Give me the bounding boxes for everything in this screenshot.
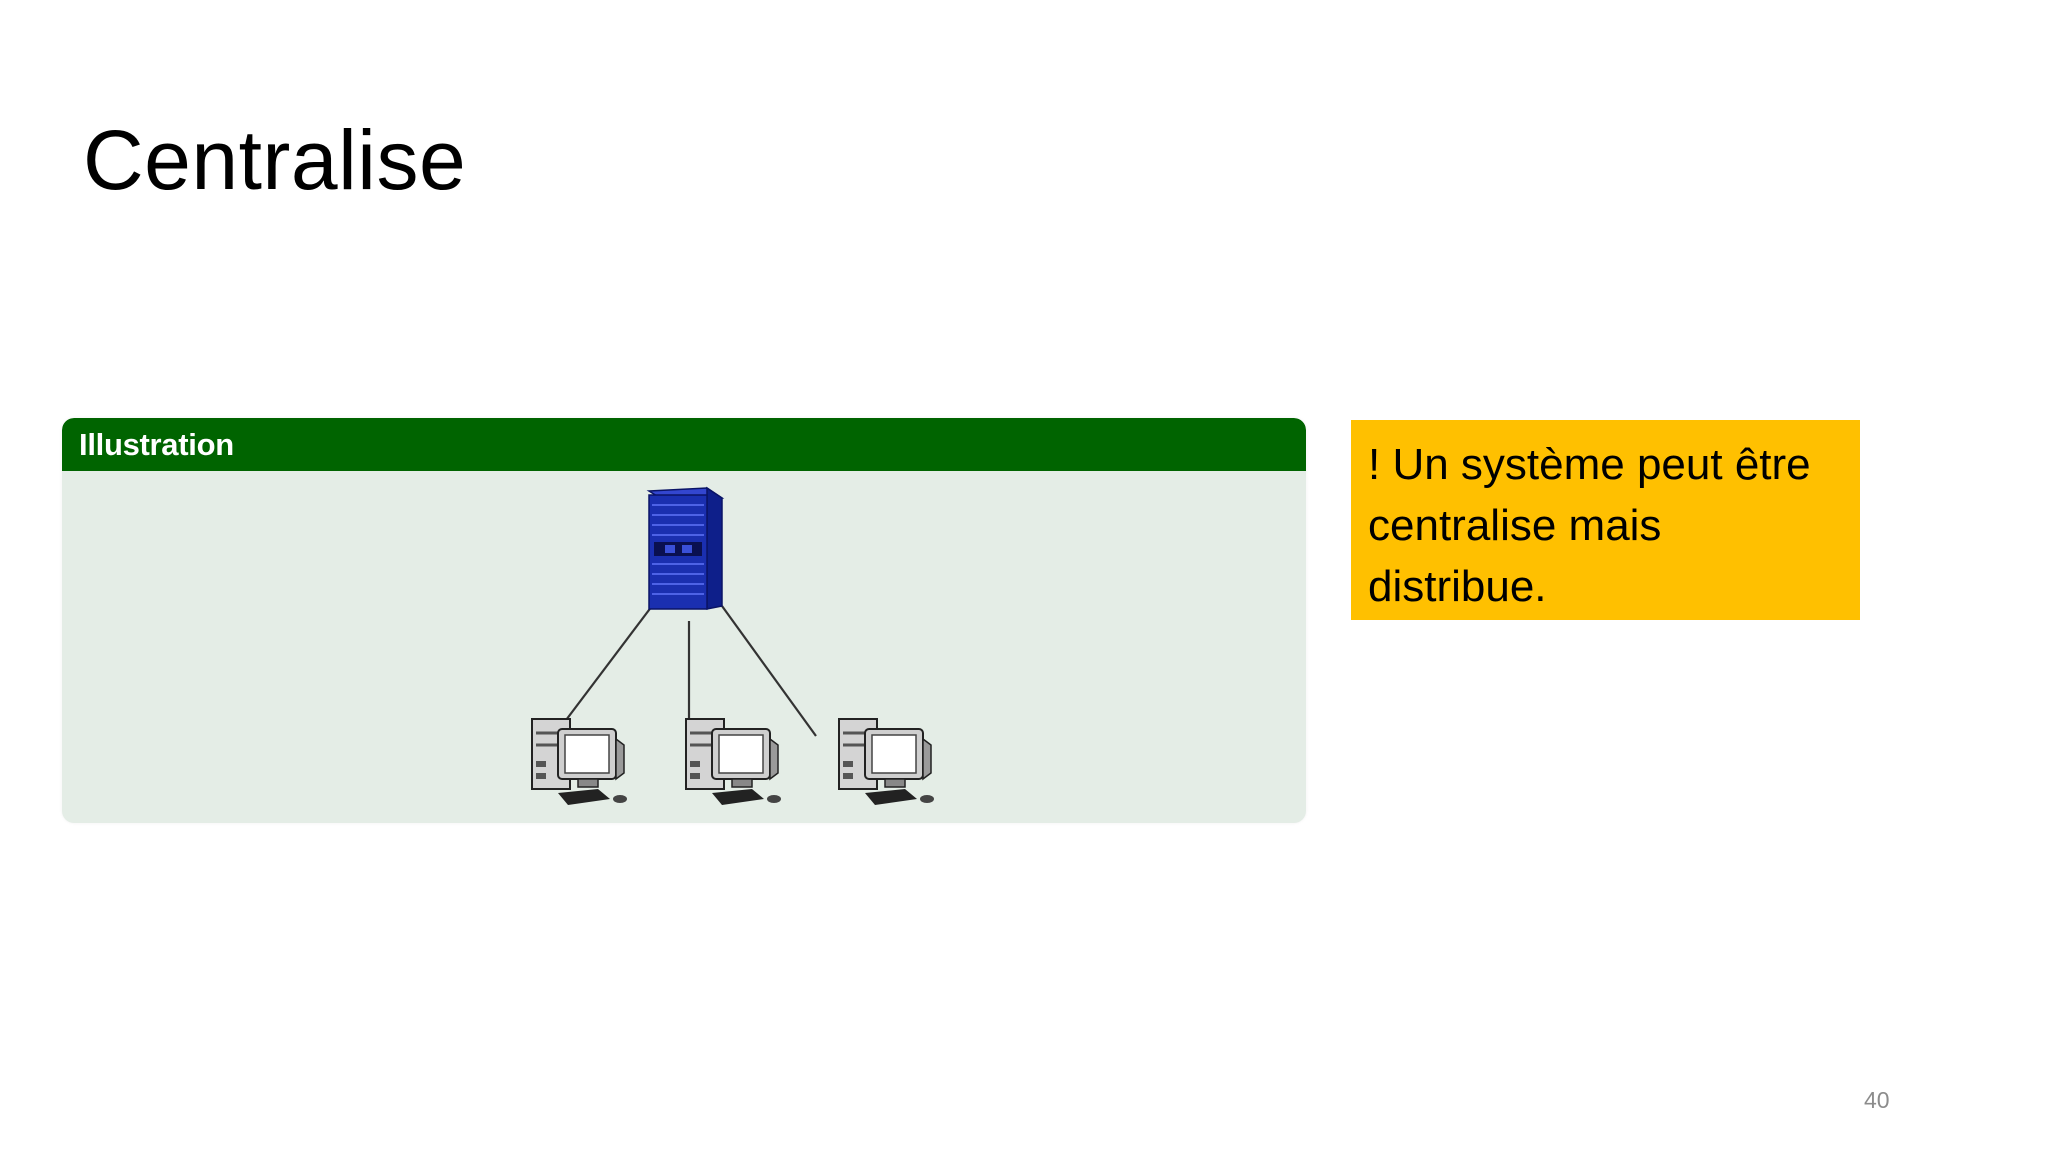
page-number: 40 bbox=[1864, 1087, 1890, 1113]
illustration-block: Illustration bbox=[62, 418, 1306, 823]
link-right bbox=[721, 605, 817, 737]
link-left bbox=[553, 605, 653, 737]
slide-title: Centralise bbox=[83, 113, 467, 207]
illustration-title: Illustration bbox=[79, 426, 234, 462]
network-links bbox=[553, 605, 817, 737]
desktop-computer-icon bbox=[838, 718, 934, 805]
client-computers bbox=[531, 718, 934, 805]
note-callout: ! Un système peut être centralise mais d… bbox=[1351, 420, 1860, 620]
illustration-header: Illustration bbox=[62, 418, 1306, 471]
note-line: distribue. bbox=[1368, 562, 1547, 611]
desktop-computer-icon bbox=[685, 718, 781, 805]
note-line: ! Un système peut être bbox=[1368, 440, 1811, 489]
network-diagram bbox=[531, 486, 934, 805]
note-line: centralise mais bbox=[1368, 501, 1662, 550]
server-tower-icon bbox=[646, 486, 725, 610]
desktop-computer-icon bbox=[531, 718, 627, 805]
